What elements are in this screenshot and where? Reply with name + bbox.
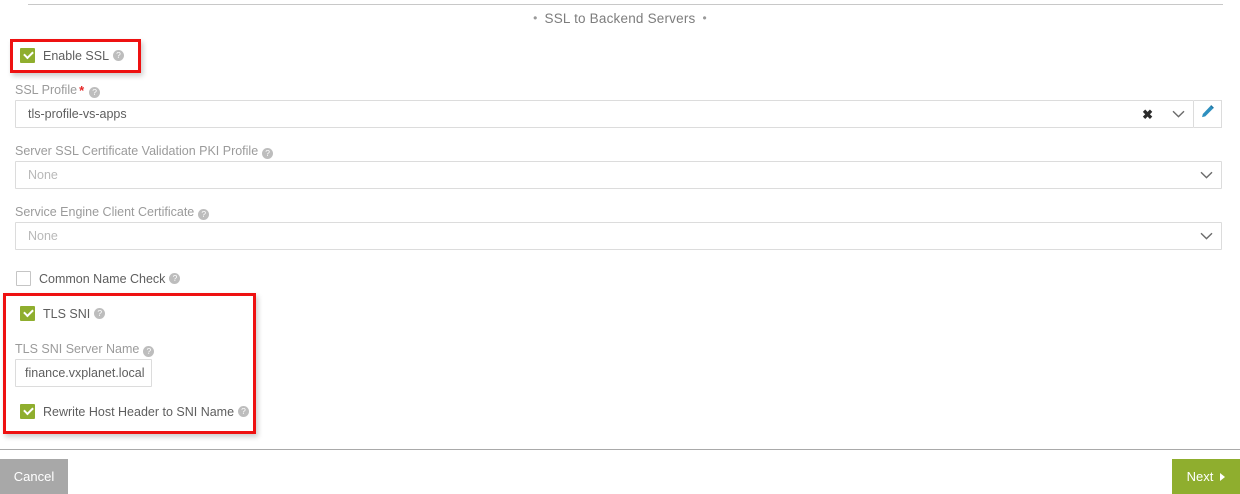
- section-header: • SSL to Backend Servers •: [0, 11, 1240, 26]
- checkbox-row-tls-sni[interactable]: TLS SNI ?: [20, 306, 106, 321]
- ssl-profile-edit-button[interactable]: [1194, 100, 1222, 128]
- next-button-label: Next: [1186, 469, 1214, 484]
- arrow-right-icon: [1220, 472, 1226, 481]
- chevron-down-icon[interactable]: [1191, 171, 1221, 179]
- pki-profile-value: None: [28, 168, 58, 182]
- tls-sni-checkbox[interactable]: [20, 306, 35, 321]
- top-divider: [28, 4, 1223, 5]
- enable-ssl-checkbox[interactable]: [20, 48, 35, 63]
- chevron-down-icon[interactable]: [1191, 232, 1221, 240]
- se-client-cert-label-row: Service Engine Client Certificate?: [15, 205, 210, 220]
- pencil-icon: [1200, 104, 1215, 124]
- se-client-cert-select[interactable]: None: [15, 222, 1222, 250]
- common-name-check-label: Common Name Check: [39, 271, 166, 286]
- help-icon[interactable]: ?: [143, 346, 155, 357]
- wizard-footer: Cancel Next: [0, 449, 1240, 494]
- ssl-profile-value: tls-profile-vs-apps: [28, 107, 127, 121]
- next-button[interactable]: Next: [1172, 459, 1240, 494]
- tls-sni-server-name-value: finance.vxplanet.local: [25, 366, 145, 380]
- se-client-cert-value: None: [28, 229, 58, 243]
- bullet-right: •: [702, 11, 707, 25]
- pki-profile-select[interactable]: None: [15, 161, 1222, 189]
- help-icon[interactable]: ?: [94, 308, 106, 319]
- ssl-backend-form: Enable SSL ? SSL Profile*? tls-profile-v…: [0, 0, 1240, 449]
- enable-ssl-label: Enable SSL: [43, 48, 110, 63]
- required-asterisk: *: [79, 83, 85, 98]
- clear-icon[interactable]: ✖: [1142, 106, 1153, 122]
- section-title: SSL to Backend Servers: [544, 11, 696, 26]
- help-icon[interactable]: ?: [198, 209, 210, 220]
- bullet-left: •: [533, 11, 538, 25]
- chevron-down-icon[interactable]: [1163, 110, 1193, 118]
- pki-profile-label: Server SSL Certificate Validation PKI Pr…: [15, 144, 259, 158]
- help-icon[interactable]: ?: [238, 406, 250, 417]
- checkbox-row-common-name-check[interactable]: Common Name Check ?: [16, 271, 181, 286]
- checkbox-row-enable-ssl[interactable]: Enable SSL ?: [20, 48, 125, 63]
- tls-sni-label: TLS SNI: [43, 306, 91, 321]
- cancel-button[interactable]: Cancel: [0, 459, 68, 494]
- tls-sni-server-name-label-row: TLS SNI Server Name?: [15, 342, 155, 357]
- ssl-profile-select[interactable]: tls-profile-vs-apps ✖: [15, 100, 1194, 128]
- tls-sni-server-name-input[interactable]: finance.vxplanet.local: [15, 359, 152, 387]
- ssl-profile-label: SSL Profile: [15, 83, 78, 97]
- checkbox-row-rewrite-host-header[interactable]: Rewrite Host Header to SNI Name ?: [20, 404, 250, 419]
- rewrite-host-header-checkbox[interactable]: [20, 404, 35, 419]
- tls-sni-server-name-label: TLS SNI Server Name: [15, 342, 140, 356]
- help-icon[interactable]: ?: [169, 273, 181, 284]
- common-name-check-checkbox[interactable]: [16, 271, 31, 286]
- pki-profile-label-row: Server SSL Certificate Validation PKI Pr…: [15, 144, 274, 159]
- se-client-cert-label: Service Engine Client Certificate: [15, 205, 195, 219]
- help-icon[interactable]: ?: [113, 50, 125, 61]
- help-icon[interactable]: ?: [262, 148, 274, 159]
- rewrite-host-header-label: Rewrite Host Header to SNI Name: [43, 404, 235, 419]
- help-icon[interactable]: ?: [89, 87, 101, 98]
- ssl-profile-label-row: SSL Profile*?: [15, 83, 101, 98]
